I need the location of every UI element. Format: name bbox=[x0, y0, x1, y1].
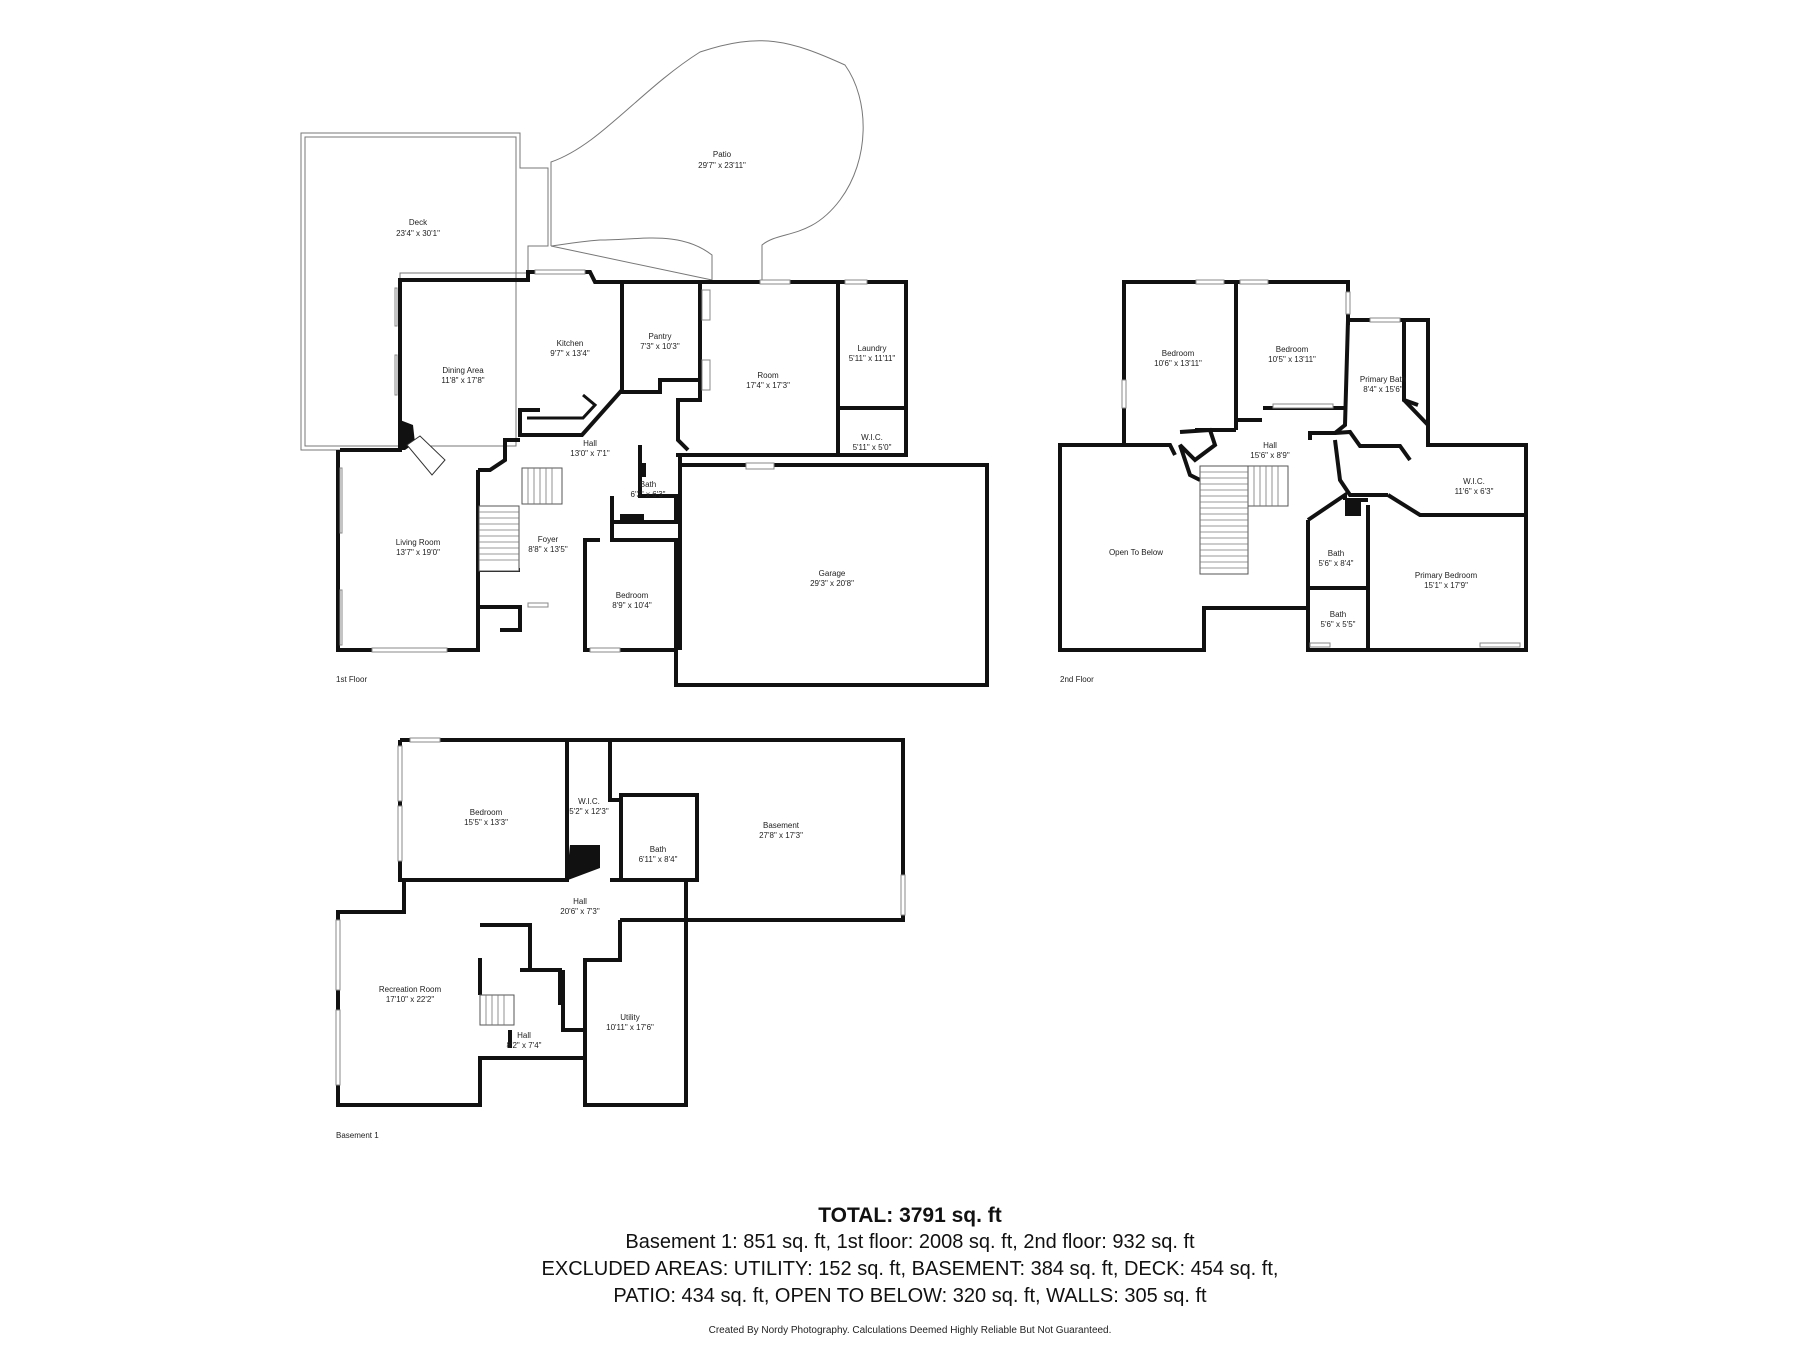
room-dimensions: 17'4" x 17'3" bbox=[746, 381, 790, 390]
room-name: Bath bbox=[640, 480, 656, 489]
room-dimensions: 8'8" x 13'5" bbox=[528, 545, 568, 554]
room-dimensions: 8'4" x 15'6" bbox=[1363, 385, 1403, 394]
room-dimensions: 29'7" x 23'11" bbox=[698, 161, 746, 170]
excluded-areas: EXCLUDED AREAS: UTILITY: 152 sq. ft, BAS… bbox=[541, 1258, 1279, 1280]
room-name: Deck bbox=[409, 218, 428, 227]
room-name: Open To Below bbox=[1109, 548, 1163, 557]
room-dimensions: 13'7" x 19'0" bbox=[396, 548, 440, 557]
room-dimensions: 6'3" x 6'3" bbox=[631, 490, 666, 499]
room-name: Pantry bbox=[648, 332, 671, 341]
room-name: Basement bbox=[763, 821, 800, 830]
deck-outline bbox=[300, 132, 549, 451]
floor-label: Basement 1 bbox=[336, 1131, 379, 1140]
room-name: Dining Area bbox=[442, 366, 484, 375]
room-dimensions: 5'11" x 5'0" bbox=[853, 443, 892, 452]
room-name: Living Room bbox=[396, 538, 441, 547]
room-dimensions: 10'5" x 13'11" bbox=[1268, 355, 1316, 364]
room-name: Laundry bbox=[858, 344, 887, 353]
room-name: Utility bbox=[620, 1013, 640, 1022]
basement-stairs bbox=[479, 994, 515, 1026]
room-dimensions: 27'8" x 17'3" bbox=[759, 831, 803, 840]
second-floor: Bedroom 10'6" x 13'11" Bedroom 10'5" x 1… bbox=[1058, 279, 1528, 684]
room-name: Hall bbox=[1263, 441, 1277, 450]
room-dimensions: 20'6" x 7'3" bbox=[560, 907, 600, 916]
floor-areas: Basement 1: 851 sq. ft, 1st floor: 2008 … bbox=[625, 1231, 1195, 1253]
room-name: Room bbox=[757, 371, 779, 380]
room-name: Garage bbox=[819, 569, 846, 578]
room-dimensions: 11'8" x 17'8" bbox=[441, 376, 484, 385]
total-area: TOTAL: 3791 sq. ft bbox=[818, 1204, 1002, 1227]
room-dimensions: 8'9" x 10'4" bbox=[612, 601, 652, 610]
excluded-areas-continued: PATIO: 434 sq. ft, OPEN TO BELOW: 320 sq… bbox=[613, 1285, 1207, 1307]
room-dimensions: 5'11" x 11'11" bbox=[849, 354, 896, 363]
room-name: Bedroom bbox=[1162, 349, 1195, 358]
room-name: Recreation Room bbox=[379, 985, 442, 994]
room-dimensions: 10'6" x 13'11" bbox=[1154, 359, 1202, 368]
patio-outline bbox=[550, 40, 864, 281]
first-floor: Patio 29'7" x 23'11" Deck 23'4" x 30'1" … bbox=[300, 40, 989, 687]
room-dimensions: 5'6" x 8'4" bbox=[1319, 559, 1354, 568]
second-floor-stairs bbox=[1199, 465, 1289, 575]
room-dimensions: 5'6" x 5'5" bbox=[1321, 620, 1356, 629]
room-name: Bedroom bbox=[470, 808, 503, 817]
room-name: Bath bbox=[1330, 610, 1346, 619]
room-dimensions: 23'4" x 30'1" bbox=[396, 229, 440, 238]
room-name: Bedroom bbox=[616, 591, 649, 600]
stair-block bbox=[620, 514, 644, 524]
first-floor-stairs bbox=[478, 467, 563, 572]
room-name: Bedroom bbox=[1276, 345, 1309, 354]
room-name: W.I.C. bbox=[861, 433, 883, 442]
room-name: Bath bbox=[650, 845, 666, 854]
room-name: Hall bbox=[573, 897, 587, 906]
area-summary: TOTAL: 3791 sq. ft Basement 1: 851 sq. f… bbox=[0, 1202, 1820, 1310]
credit-line: Created By Nordy Photography. Calculatio… bbox=[708, 1325, 1112, 1336]
basement-walls bbox=[336, 738, 905, 1107]
room-dimensions: 6'11" x 8'4" bbox=[639, 855, 678, 864]
room-name: Patio bbox=[713, 150, 732, 159]
room-dimensions: 10'11" x 17'6" bbox=[606, 1023, 654, 1032]
room-name: Bath bbox=[1328, 549, 1344, 558]
first-floor-walls bbox=[398, 270, 624, 450]
room-dimensions: 5'2" x 12'3" bbox=[569, 807, 609, 816]
room-dimensions: 13'0" x 7'1" bbox=[570, 449, 610, 458]
room-dimensions: 29'3" x 20'8" bbox=[810, 579, 854, 588]
room-name: Foyer bbox=[538, 535, 559, 544]
room-dimensions: 7'3" x 10'3" bbox=[640, 342, 680, 351]
room-name: Primary Bath bbox=[1360, 375, 1406, 384]
room-name: Hall bbox=[517, 1031, 531, 1040]
room-dimensions: 11'6" x 6'3" bbox=[1455, 487, 1494, 496]
room-name: Hall bbox=[583, 439, 597, 448]
room-name: Kitchen bbox=[557, 339, 584, 348]
room-dimensions: 9'7" x 13'4" bbox=[550, 349, 590, 358]
floor-label: 2nd Floor bbox=[1060, 675, 1094, 684]
room-dimensions: 15'5" x 13'3" bbox=[464, 818, 508, 827]
floor-label: 1st Floor bbox=[336, 675, 367, 684]
room-dimensions: 15'1" x 17'9" bbox=[1424, 581, 1468, 590]
room-dimensions: 15'6" x 8'9" bbox=[1250, 451, 1290, 460]
room-dimensions: 17'10" x 22'2" bbox=[386, 995, 434, 1004]
room-name: W.I.C. bbox=[578, 797, 600, 806]
room-dimensions: 8'2" x 7'4" bbox=[507, 1041, 542, 1050]
room-name: W.I.C. bbox=[1463, 477, 1485, 486]
basement-floor: Bedroom 15'5" x 13'3" W.I.C. 5'2" x 12'3… bbox=[335, 737, 906, 1140]
room-name: Primary Bedroom bbox=[1415, 571, 1478, 580]
